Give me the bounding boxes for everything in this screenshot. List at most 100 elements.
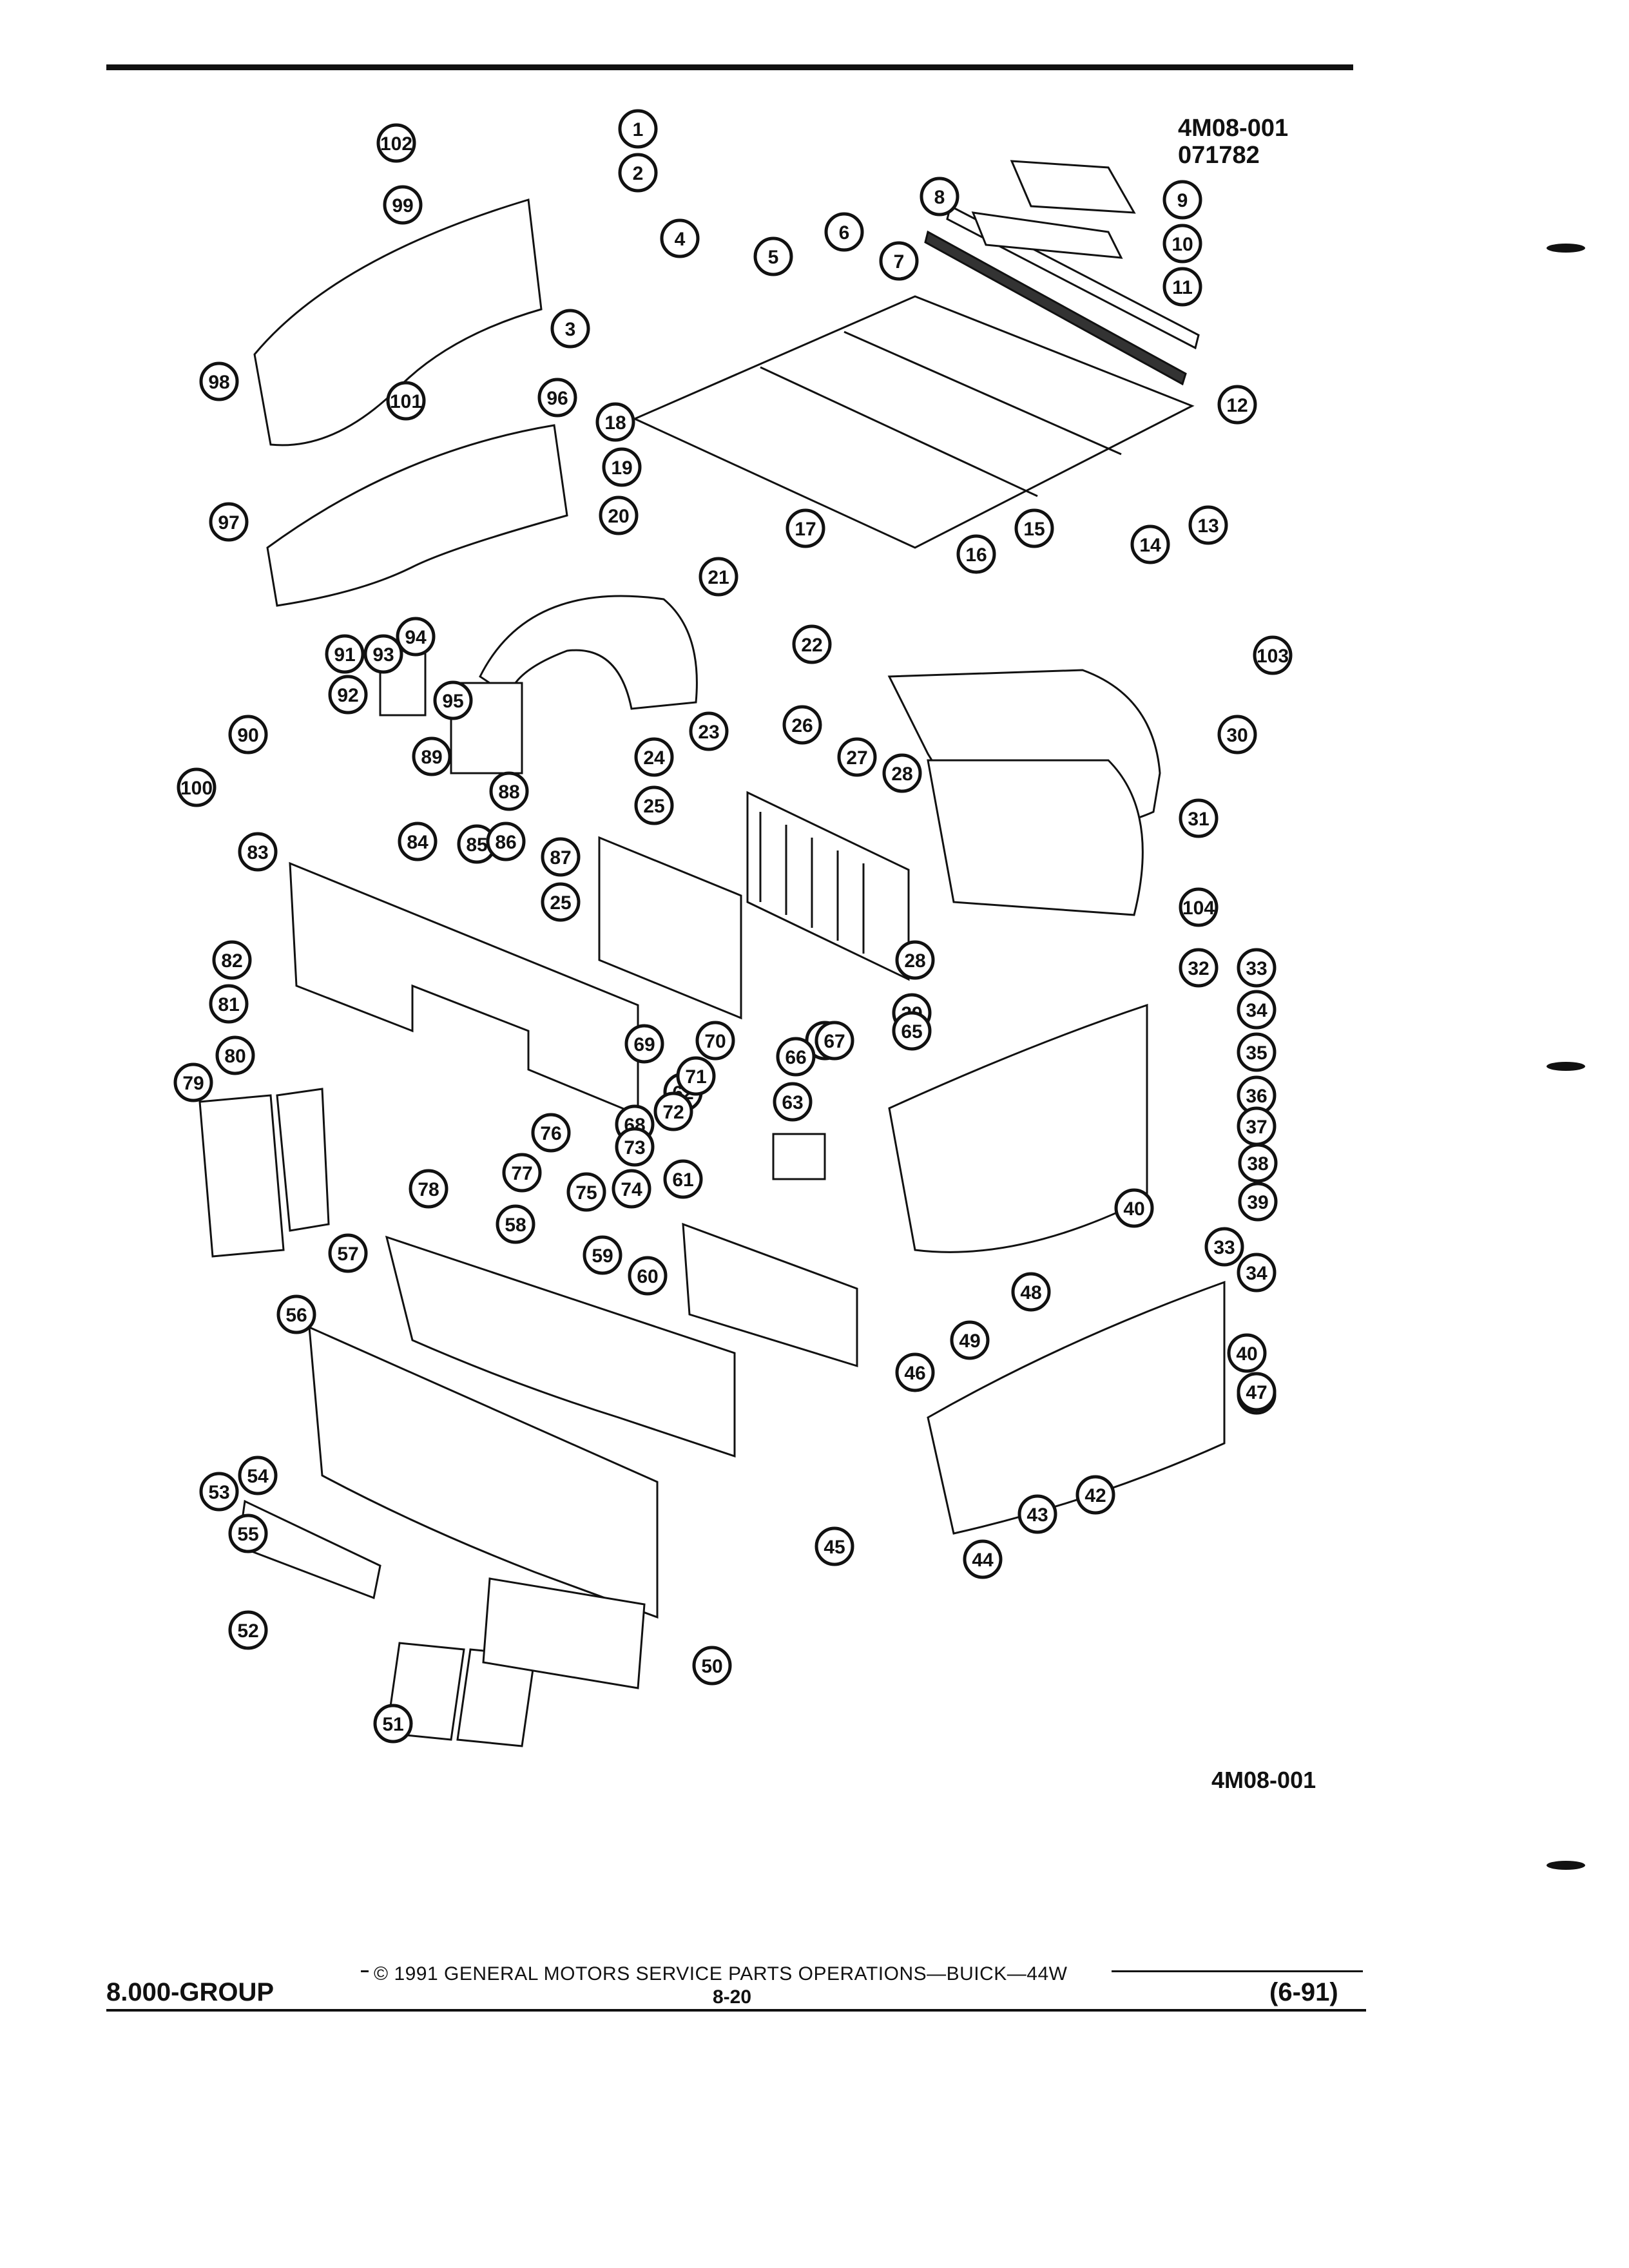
callout-34: 34 [1237,1253,1277,1293]
callout-circle [486,822,526,861]
fan-shroud-lower [927,759,1144,916]
callout-99: 99 [383,185,423,225]
callout-circle [199,1472,239,1512]
callout-80: 80 [215,1035,255,1075]
callout-circle [786,508,825,548]
callout-number: 93 [372,644,394,666]
callout-number: 26 [791,715,813,736]
callout-circle [676,1056,716,1096]
callout-74: 74 [612,1169,651,1209]
callout-circle [541,882,581,922]
callout-circle [895,1352,935,1392]
callout-circle [1179,887,1219,927]
callout-circle [238,1456,278,1495]
hood-panel [632,295,1195,549]
callout-number: 97 [218,512,239,533]
callout-circle [215,1035,255,1075]
callout-number: 12 [1226,395,1248,416]
callout-circle [882,753,922,793]
callout-73: 73 [615,1127,655,1167]
callout-92: 92 [328,675,368,715]
callout-circle [879,241,919,281]
callout-number: 74 [621,1179,642,1200]
callout-number: 91 [334,644,355,666]
callout-number: 81 [218,994,239,1015]
callout-circle [618,109,658,149]
callout-number: 39 [1247,1192,1268,1213]
callout-circle [773,1082,813,1122]
callout-circle [228,1514,268,1553]
callout-75: 75 [566,1172,606,1212]
callout-circle [692,1646,732,1686]
illustration-code-block: 4M08-001 071782 [1178,115,1288,169]
callout-96: 96 [537,378,577,418]
callout-circle [1162,180,1202,220]
condenser [598,836,742,1020]
callout-circle [1217,385,1257,425]
callout-number: 28 [891,764,912,785]
callout-circle [177,767,217,807]
callout-number: 103 [1257,646,1289,667]
callout-circle [653,1091,693,1131]
callout-circle [1014,508,1054,548]
illustration-date: 071782 [1178,142,1260,169]
callout-number: 77 [511,1163,532,1184]
callout-circle [1179,948,1219,988]
callout-number: 42 [1084,1485,1106,1506]
callout-circle [695,1021,735,1061]
callout-45: 45 [815,1526,854,1566]
callout-89: 89 [412,736,452,776]
callout-32: 32 [1179,948,1219,988]
callout-circle [920,177,959,216]
callout-6: 6 [824,212,864,252]
callout-number: 54 [247,1466,269,1487]
callout-5: 5 [753,236,793,276]
callout-circle [628,1256,668,1296]
hood-weatherstrip [924,230,1187,386]
callout-57: 57 [328,1233,368,1273]
callout-77: 77 [502,1153,542,1193]
callout-15: 15 [1014,508,1054,548]
callout-95: 95 [433,680,473,720]
callout-58: 58 [496,1204,535,1244]
callout-circle [238,832,278,872]
callout-circle [782,705,822,745]
callout-number: 45 [824,1537,845,1558]
callout-number: 88 [498,782,519,803]
callout-2: 2 [618,153,658,193]
fender-left [253,198,543,447]
coolant-reservoir [772,1133,826,1180]
callout-circle [824,212,864,252]
callout-circle [325,634,365,674]
callout-number: 102 [380,133,412,155]
callout-number: 80 [224,1046,246,1067]
callout-43: 43 [1017,1494,1057,1534]
callout-35: 35 [1237,1032,1277,1072]
callout-number: 6 [839,222,850,244]
callout-number: 79 [182,1073,204,1094]
callout-circle [892,1011,932,1051]
callout-56: 56 [276,1294,316,1334]
callout-54: 54 [238,1456,278,1495]
callout-number: 58 [505,1215,526,1236]
callout-93: 93 [363,634,403,674]
callout-30: 30 [1217,715,1257,754]
callout-circle [815,1021,854,1061]
callout-number: 90 [237,725,258,746]
callout-number: 75 [575,1182,597,1204]
callout-number: 65 [901,1021,922,1043]
callout-number: 44 [972,1550,994,1571]
callout-51: 51 [373,1704,413,1744]
callout-number: 55 [237,1524,258,1545]
callout-number: 31 [1188,809,1209,830]
callout-number: 1 [633,119,644,140]
callout-63: 63 [773,1082,813,1122]
callout-number: 69 [633,1034,655,1055]
callout-circle [1237,948,1277,988]
callout-number: 3 [565,319,576,340]
callout-78: 78 [409,1169,448,1209]
callout-number: 49 [959,1331,980,1352]
callout-circle [1238,1182,1278,1222]
callout-number: 34 [1246,1000,1268,1021]
